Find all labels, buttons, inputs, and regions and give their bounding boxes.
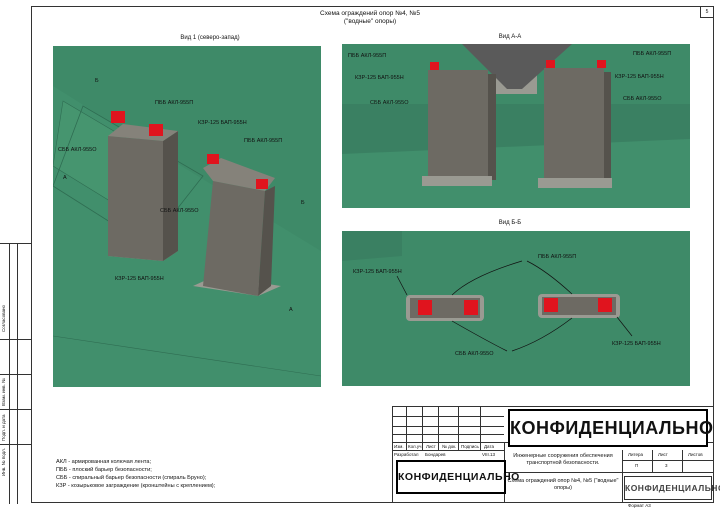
viewbb-render [342, 231, 690, 386]
v1-section-a-left: А [63, 175, 67, 181]
stamp-sheet-title: Схема ограждений опор №4, №5 ("водные" о… [507, 478, 619, 491]
stamp-col-sheet: Лист [658, 452, 668, 457]
v1-label-sbb-left: СББ АКЛ-955О [58, 147, 97, 153]
v1-label-pbb2: ПББ АКЛ-955П [244, 138, 283, 144]
confidential-stamp-large: КОНФИДЕНЦИАЛЬНО [508, 409, 713, 447]
stamp-hdr-doc: № док. [442, 444, 457, 449]
viewbb-title: Вид Б-Б [498, 220, 522, 226]
label-approved: Согласовано [1, 304, 6, 332]
stamp-col-stage: Литера [628, 452, 643, 457]
viewaa-render [342, 44, 690, 208]
view1-scene [53, 46, 321, 387]
label-inv-no: Инв. № подл. [1, 447, 6, 476]
vaa-label-pbb-l: ПББ АКЛ-955П [348, 53, 387, 59]
v1-label-kzr-top: КЗР-125 БАП-955Н [198, 120, 247, 126]
vaa-label-sbb-r: СББ АКЛ-955О [623, 96, 662, 102]
stamp-stage: П [635, 463, 639, 468]
drawing-title-line1: Схема ограждений опор №4, №5 [320, 10, 420, 17]
approval-strip: Согласовано Взам. инв. № Подп. и дата Ин… [0, 243, 31, 504]
stamp-col-sheets: Листов [688, 452, 703, 457]
view1-render [53, 46, 321, 387]
label-sign-date: Подп. и дата [1, 414, 6, 441]
stamp-hdr-date: Дата [484, 444, 494, 449]
stamp-project-title: Инженерные сооружения обеспечения трансп… [513, 453, 613, 466]
v1-section-b-right: Б [301, 200, 305, 206]
stamp-hdr-count: Кол.уч. [408, 444, 423, 449]
drawing-title: Схема ограждений опор №4, №5 ("водные" о… [240, 10, 500, 26]
legend-item: СББ - спиральный барьер безопасности (сп… [56, 475, 207, 481]
vaa-label-pbb-r: ПББ АКЛ-955П [633, 51, 672, 57]
vaa-label-kzr-r: КЗР-125 БАП-955Н [615, 74, 664, 80]
stamp-date: VIII.13 [482, 452, 496, 457]
v1-section-b-top: Б [95, 78, 99, 84]
v1-label-sbb-mid: СББ АКЛ-955О [160, 208, 199, 214]
legend-item: КЗР - козырьковое заграждение (кронштейн… [56, 483, 216, 489]
vbb-label-kzr-l: КЗР-125 БАП-955Н [353, 269, 402, 275]
confidential-stamp-small: КОНФИДЕНЦИАЛЬНО [396, 460, 519, 494]
sheet-number: 5 [700, 6, 714, 18]
vbb-label-pbb: ПББ АКЛ-955П [538, 254, 577, 260]
sheet-format: Формат А3 [628, 503, 651, 508]
legend: АКЛ - армированная колючая лента; ПББ - … [56, 458, 215, 490]
vbb-label-kzr-r: КЗР-125 БАП-955Н [612, 341, 661, 347]
v1-label-kzr-bottom: КЗР-125 БАП-955Н [115, 276, 164, 282]
legend-item: АКЛ - армированная колючая лента; [56, 459, 152, 465]
sheet-frame [31, 6, 714, 503]
stamp-hdr-sign: Подпись [461, 444, 479, 449]
v1-label-pbb: ПББ АКЛ-955П [155, 100, 194, 106]
viewaa-title: Вид А-А [498, 34, 522, 40]
vbb-label-sbb: СББ АКЛ-955О [455, 351, 494, 357]
stamp-name: Бондарев [425, 452, 446, 457]
drawing-title-line2: ("водные" опоры) [343, 18, 397, 25]
legend-item: ПББ - плоский барьер безопасности; [56, 467, 152, 473]
confidential-stamp-corner: КОНФИДЕНЦИАЛЬНО [624, 476, 720, 500]
stamp-hdr-change: Изм. [394, 444, 404, 449]
vaa-label-kzr-l: КЗР-125 БАП-955Н [355, 75, 404, 81]
viewaa-scene [342, 44, 690, 208]
stamp-hdr-sheet: Лист [426, 444, 436, 449]
label-replace-inv: Взам. инв. № [1, 378, 6, 406]
view1-title: Вид 1 (северо-запад) [180, 35, 240, 41]
v1-section-a-bottom: А [289, 307, 293, 313]
vaa-label-sbb-l: СББ АКЛ-955О [370, 100, 409, 106]
viewbb-scene [342, 231, 690, 386]
stamp-role: Разработал [394, 452, 419, 457]
stamp-sheet: 3 [665, 463, 668, 468]
